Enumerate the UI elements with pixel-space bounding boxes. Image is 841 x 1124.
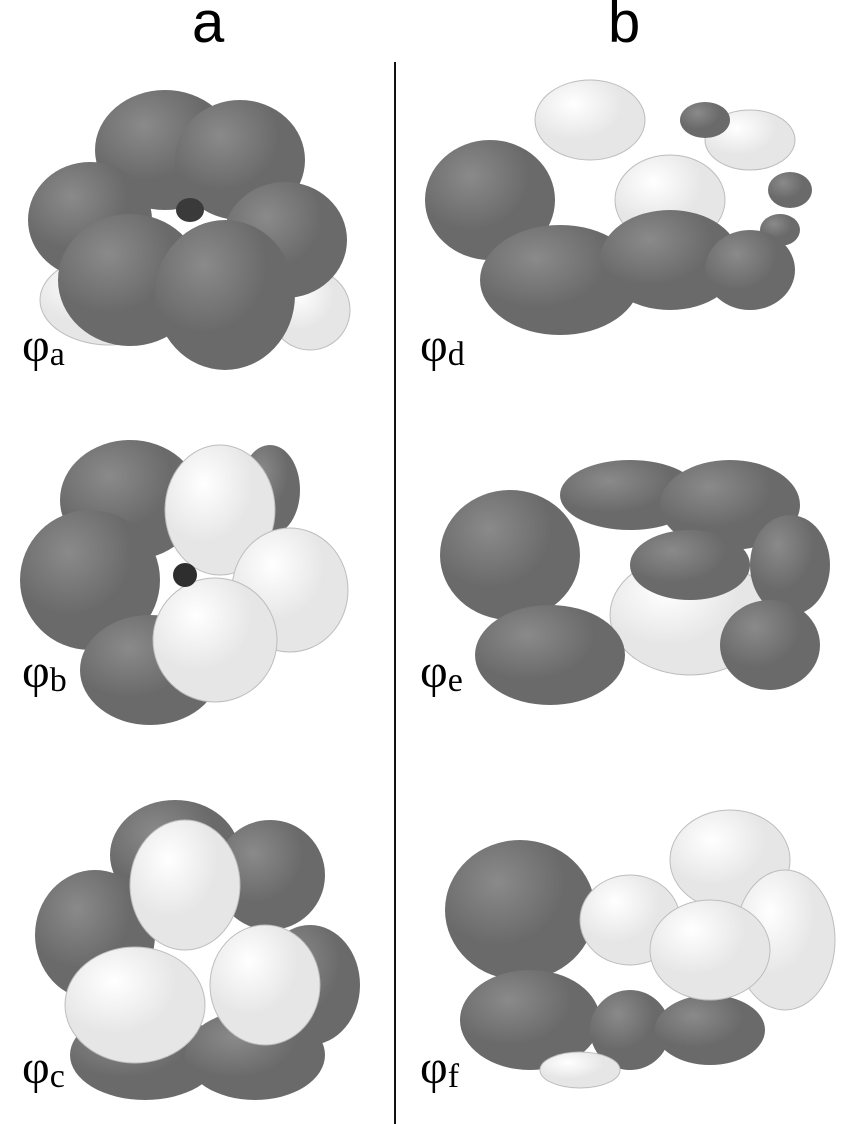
dark-lobe [460, 970, 600, 1070]
dark-lobe [475, 605, 625, 705]
orbital-label-f: φf [420, 1041, 460, 1095]
light-lobe [209, 924, 321, 1046]
column-label-a: a [192, 0, 225, 55]
orbital-hole [173, 563, 197, 587]
light-lobe [539, 1051, 621, 1089]
orbital-isosurface-e [430, 455, 830, 715]
dark-lobe [768, 172, 812, 208]
light-lobe [152, 577, 278, 703]
dark-lobe [215, 820, 325, 930]
column-divider [394, 62, 396, 1124]
dark-lobe [445, 840, 595, 980]
dark-lobe [705, 230, 795, 310]
light-lobe [649, 899, 771, 1001]
dark-lobe [480, 225, 640, 335]
orbital-label-c: φc [22, 1041, 65, 1095]
light-lobe [64, 946, 206, 1064]
dark-lobe [20, 510, 160, 650]
orbital-label-b: φb [22, 645, 67, 699]
orbital-hole [176, 198, 204, 222]
dark-lobe [680, 102, 730, 138]
dark-lobe [425, 140, 555, 260]
dark-lobe [590, 990, 670, 1070]
orbital-isosurface-a [20, 80, 360, 380]
orbital-isosurface-f [440, 800, 840, 1090]
dark-lobe [720, 600, 820, 690]
dark-lobe [600, 210, 740, 310]
light-lobe [129, 819, 241, 951]
light-lobe [164, 444, 276, 576]
dark-lobe [655, 995, 765, 1065]
dark-lobe [155, 220, 295, 370]
orbital-isosurface-b [10, 430, 350, 730]
dark-lobe [750, 515, 830, 615]
dark-lobe [630, 530, 750, 600]
orbital-isosurface-c [25, 785, 365, 1105]
light-lobe [534, 79, 646, 161]
column-label-b: b [608, 0, 641, 55]
orbital-label-e: φe [420, 645, 463, 699]
orbital-label-a: φa [22, 319, 65, 373]
orbital-isosurface-d [420, 79, 820, 360]
orbital-label-d: φd [420, 319, 465, 373]
lobes [28, 90, 351, 370]
dark-lobe [440, 490, 580, 620]
